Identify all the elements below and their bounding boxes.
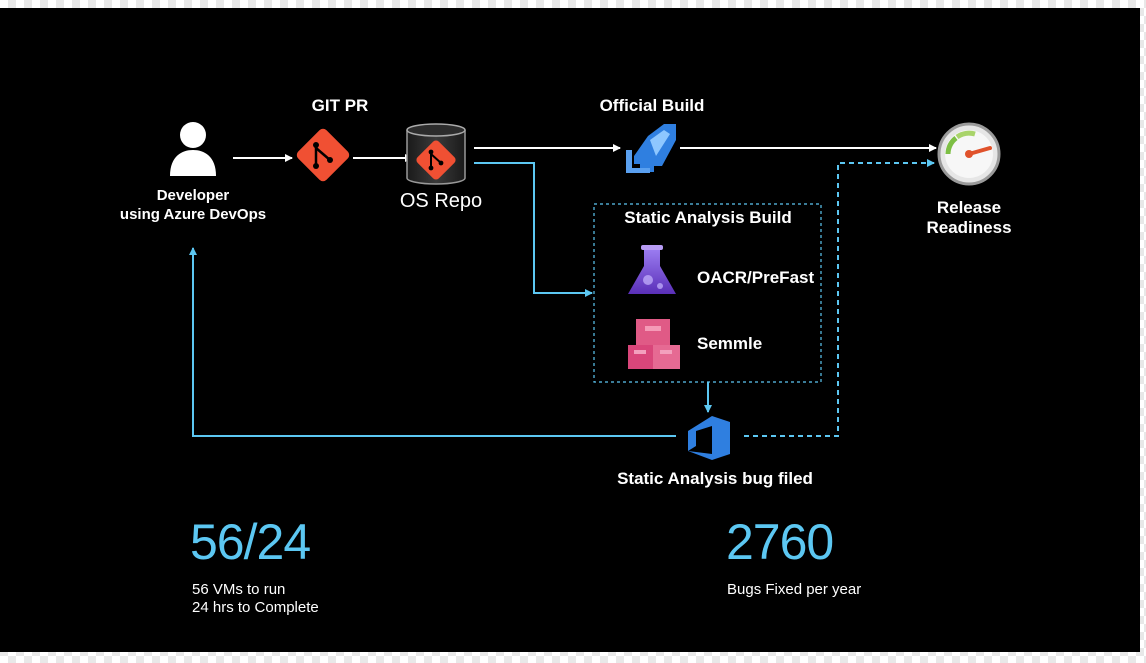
release-readiness-label: Release Readiness <box>926 198 1011 238</box>
dashed-bug-to-release <box>744 159 935 437</box>
database-icon <box>406 123 466 185</box>
developer-label-line2: using Azure DevOps <box>119 206 267 223</box>
developer-label: Developer using Azure DevOps <box>120 186 266 224</box>
stat-bugs-caption: Bugs Fixed per year <box>727 581 862 598</box>
release-label-line1: Release <box>936 198 1002 217</box>
arrow-bug-to-developer <box>189 247 676 437</box>
stat-vms-line1: 56 VMs to run <box>192 581 286 598</box>
bug-filed-label: Static Analysis bug filed <box>617 469 813 488</box>
arrow-repo-to-static-build <box>474 162 593 297</box>
boxes-icon <box>628 319 680 369</box>
git-icon <box>296 128 350 182</box>
stat-vms-caption: 56 VMs to run 24 hrs to Complete <box>192 581 319 617</box>
azure-pipelines-icon <box>626 124 676 173</box>
official-build-label: Official Build <box>599 96 705 115</box>
release-label-line2: Readiness <box>926 218 1012 237</box>
semmle-label: Semmle <box>697 334 763 353</box>
azure-devops-icon <box>688 416 730 460</box>
stat-bugs-value: 2760 <box>726 514 834 570</box>
stat-vms-line2: 24 hrs to Complete <box>192 599 319 616</box>
git-pr-label: GIT PR <box>311 96 369 115</box>
flask-icon <box>628 245 676 294</box>
gauge-icon <box>937 122 1001 186</box>
static-analysis-build-label: Static Analysis Build <box>624 208 792 227</box>
stat-vms-value: 56/24 <box>190 514 311 570</box>
static-analysis-build-box <box>593 203 822 383</box>
os-repo-label: OS Repo <box>399 190 483 212</box>
developer-label-line1: Developer <box>156 187 230 204</box>
person-icon <box>170 122 216 176</box>
oacr-label: OACR/PreFast <box>697 268 815 287</box>
diagram-slide: Developer using Azure DevOps GIT PR OS R… <box>0 8 1140 652</box>
flow-diagram <box>170 122 1001 460</box>
